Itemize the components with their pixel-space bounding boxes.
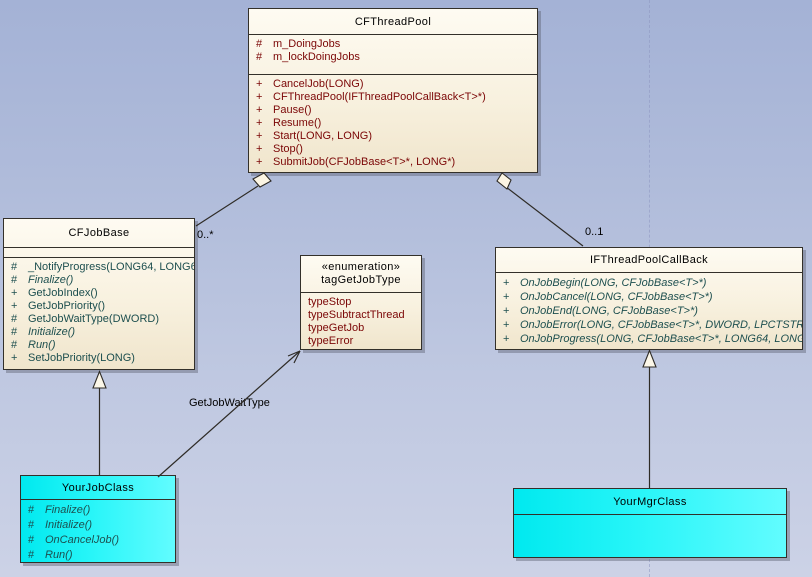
stereotype-label: «enumeration» [321,261,401,273]
interface-operations: +OnJobBegin(LONG, CFJobBase<T>*) +OnJobC… [496,272,802,349]
association-arrowhead [293,350,301,364]
class-yourjobclass[interactable]: YourJobClass #Finalize() #Initialize() #… [20,475,176,563]
generalization-triangle-callback [642,348,657,368]
literal-row: typeSubtractThread [308,309,405,321]
multiplicity-label-callback: 0..1 [585,226,604,238]
class-yourjobclass-operations: #Finalize() #Initialize() #OnCancelJob()… [21,499,175,562]
class-yourjobclass-title: YourJobClass [61,481,135,494]
class-cfjobbase-operations: #_NotifyProgress(LONG64, LONG64) #Finali… [4,257,194,369]
operation-row: #Finalize() [11,274,74,286]
interface-title: IFThreadPoolCallBack [589,254,709,266]
association-label-getjobwaittype: GetJobWaitType [189,397,270,409]
operation-row: +OnJobBegin(LONG, CFJobBase<T>*) [503,277,707,289]
operation-row: +SubmitJob(CFJobBase<T>*, LONG*) [256,156,456,168]
operation-row: +Start(LONG, LONG) [256,130,373,142]
operation-row: +SetJobPriority(LONG) [11,352,135,364]
multiplicity-label-jobbase: 0..* [197,229,214,241]
class-cfjobbase-attributes [4,247,194,257]
class-yourmgrclass[interactable]: YourMgrClass [513,488,787,558]
generalization-triangle-cfjobbase [92,369,107,389]
operation-row: +GetJobPriority() [11,300,106,312]
interface-ifthreadpoolcallback[interactable]: IFThreadPoolCallBack +OnJobBegin(LONG, C… [495,247,803,350]
operation-row: +Stop() [256,143,303,155]
aggregation-line-callback[interactable] [505,186,584,247]
attribute-row: #m_lockDoingJobs [256,51,360,63]
operation-row: +CancelJob(LONG) [256,78,364,90]
operation-row: +GetJobIndex() [11,287,98,299]
operation-row: #_NotifyProgress(LONG64, LONG64) [11,261,194,273]
enumeration-taggetjobtype[interactable]: «enumeration» tagGetJobType typeStop typ… [300,255,422,350]
class-cfthreadpool[interactable]: CFThreadPool #m_DoingJobs #m_lockDoingJo… [248,8,538,173]
association-arrowhead [287,350,301,357]
class-cfjobbase[interactable]: CFJobBase #_NotifyProgress(LONG64, LONG6… [3,218,195,370]
enumeration-literals: typeStop typeSubtractThread typeGetJob t… [301,292,421,349]
enumeration-title: «enumeration» tagGetJobType [301,256,421,292]
literal-row: typeError [308,335,354,347]
aggregation-diamond-callback [496,172,512,190]
operation-row: +OnJobProgress(LONG, CFJobBase<T>*, LONG… [503,333,802,345]
class-yourmgrclass-title: YourMgrClass [613,495,687,508]
class-cfthreadpool-operations: +CancelJob(LONG) +CFThreadPool(IFThreadP… [249,74,537,172]
operation-row: +OnJobCancel(LONG, CFJobBase<T>*) [503,291,713,303]
operation-row: #Run() [11,339,56,351]
literal-row: typeGetJob [308,322,365,334]
operation-row: #Initialize() [28,519,93,531]
aggregation-diamond-cfjobbase [252,172,272,188]
operation-row: #GetJobWaitType(DWORD) [11,313,160,325]
operation-row: +Resume() [256,117,322,129]
literal-row: typeStop [308,296,352,308]
operation-row: #Run() [28,549,73,561]
class-cfjobbase-title: CFJobBase [68,227,130,239]
enumeration-name: tagGetJobType [321,274,401,286]
operation-row: +CFThreadPool(IFThreadPoolCallBack<T>*) [256,91,486,103]
operation-row: +OnJobError(LONG, CFJobBase<T>*, DWORD, … [503,319,802,331]
aggregation-line-cfjobbase[interactable] [195,185,259,227]
operation-row: #OnCancelJob() [28,534,119,546]
class-cfthreadpool-attributes: #m_DoingJobs #m_lockDoingJobs [249,34,537,74]
class-cfthreadpool-title: CFThreadPool [354,15,432,28]
attribute-row: #m_DoingJobs [256,38,341,50]
operation-row: +OnJobEnd(LONG, CFJobBase<T>*) [503,305,698,317]
operation-row: #Initialize() [11,326,76,338]
association-line-getjobwaittype[interactable] [157,350,301,478]
operation-row: #Finalize() [28,504,91,516]
operation-row: +Pause() [256,104,312,116]
class-yourmgrclass-body [514,514,786,557]
